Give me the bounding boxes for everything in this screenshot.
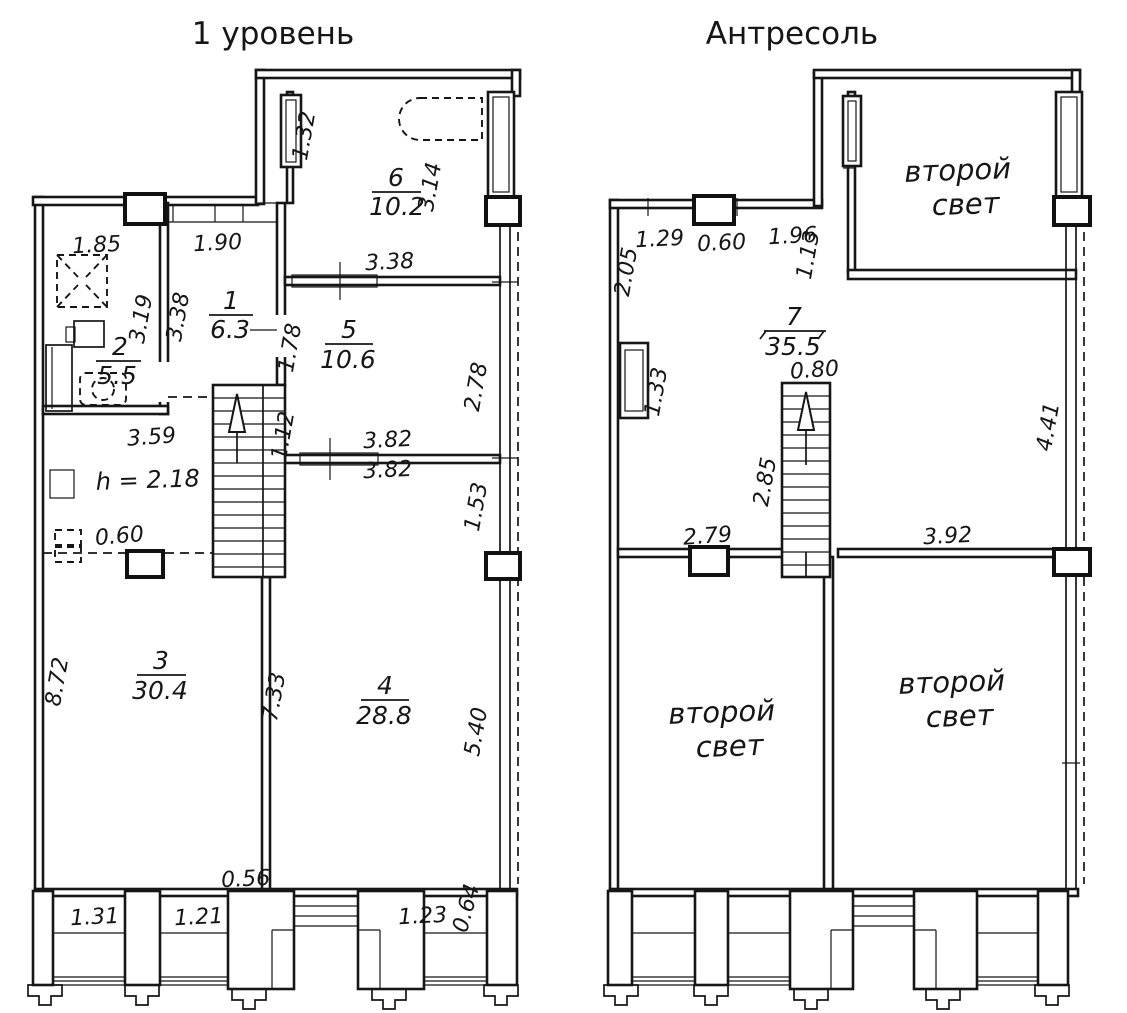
- window-void-right: [1054, 90, 1084, 199]
- mezzanine-walls: [608, 68, 1085, 897]
- dim-room3-side: 8.72: [41, 656, 74, 709]
- void-labels: второй свет второй свет второй свет: [668, 151, 1012, 764]
- void-left-line1: второй: [668, 693, 776, 731]
- dim-room4-side-right: 5.40: [460, 706, 493, 759]
- level1-title: 1 уровень: [192, 16, 354, 52]
- dim-entry-width: 1.90: [193, 230, 243, 258]
- ceiling-height-note: h = 2.18: [95, 464, 200, 496]
- void-top-line1: второй: [904, 151, 1012, 189]
- level1-plan: 1 уровень: [27, 16, 522, 1010]
- dim-room3-top: 3.59: [126, 423, 177, 451]
- window-void-left: [841, 94, 863, 168]
- level1-dashed-lines: [43, 396, 213, 554]
- shower-tray: [56, 254, 108, 308]
- room2-area: 5.5: [97, 361, 137, 390]
- dim-fac3: 1.23: [398, 903, 448, 931]
- dim-cross-right: 3.92: [923, 523, 973, 551]
- dim-top2: 1.96: [768, 223, 818, 251]
- room5-number: 5: [341, 315, 357, 344]
- room5-area: 10.6: [320, 345, 376, 374]
- room4-number: 4: [377, 671, 393, 700]
- mezzanine-room-labels: 7 35.5: [759, 302, 826, 361]
- dim-top-door: 0.60: [697, 230, 747, 258]
- mezzanine-title: Антресоль: [706, 16, 878, 52]
- room2-number: 2: [112, 332, 128, 361]
- toilet: [79, 372, 127, 406]
- dim-top1: 1.29: [635, 226, 685, 254]
- dim-fac1: 1.31: [70, 904, 120, 932]
- inner-door-marker: [125, 549, 165, 579]
- sink: [73, 320, 105, 348]
- dim-stair-width: 0.80: [789, 356, 840, 384]
- room1-area: 6.3: [210, 315, 250, 344]
- level1-facade: [27, 887, 519, 1010]
- panel-box: [54, 529, 82, 546]
- mezzanine-plan: Антресоль: [603, 16, 1092, 1010]
- level1-windows: [45, 90, 516, 412]
- level1-fixtures: [49, 97, 483, 563]
- shaft-niche: [45, 344, 73, 412]
- level1-stairs: [211, 383, 287, 579]
- column-right-mid: [484, 551, 522, 581]
- void-right-line2: свет: [925, 698, 995, 734]
- top-door-marker: [692, 194, 736, 226]
- mezzanine-facade: [603, 887, 1080, 1010]
- dim-stair-len: 2.85: [749, 456, 782, 509]
- mezzanine-stairs: [780, 381, 832, 579]
- mezzanine-doors-columns: [688, 194, 1092, 577]
- dim-facade-gap: 0.56: [221, 866, 271, 894]
- cross-door-marker: [688, 545, 730, 577]
- room1-number: 1: [223, 286, 239, 315]
- level1-ticks: [250, 262, 341, 480]
- dim-niche: 0.60: [94, 522, 145, 551]
- dim-room5-top: 3.38: [365, 249, 415, 277]
- wall-fixture: [49, 469, 75, 499]
- void-right-line1: второй: [898, 663, 1006, 701]
- void-top-line2: свет: [931, 186, 1001, 222]
- room7-area: 35.5: [765, 332, 821, 361]
- room3-number: 3: [153, 646, 169, 675]
- column-right-top: [484, 195, 522, 227]
- room4-area: 28.8: [356, 701, 412, 730]
- dim-room4-top: 3.82: [363, 457, 413, 485]
- level1-room-labels: 6 10.2 1 6.3 2 5.5 5 10.6 3 30.4 4 28.8 …: [95, 163, 425, 730]
- dim-fac2: 1.21: [174, 904, 224, 932]
- room6-area: 10.2: [369, 192, 425, 221]
- dim-room5-bottom: 3.82: [363, 427, 413, 455]
- column-right-top: [1052, 195, 1092, 227]
- entry-door-marker: [123, 192, 167, 226]
- column-right-mid: [1052, 547, 1092, 577]
- mezzanine-windows: [618, 90, 1084, 420]
- room6-number: 6: [388, 163, 404, 192]
- dim-shower-width: 1.85: [72, 232, 122, 260]
- dim-room6-depth: 3.14: [414, 161, 447, 214]
- dim-bath-len: 3.19: [125, 293, 158, 346]
- window-room6-right: [486, 90, 516, 199]
- room7-number: 7: [786, 302, 802, 331]
- dim-cross-left: 2.79: [682, 522, 733, 550]
- dim-room5-side: 2.78: [460, 361, 493, 414]
- bathtub: [398, 97, 483, 141]
- room3-area: 30.4: [132, 676, 188, 705]
- dim-right-side: 4.41: [1032, 401, 1065, 454]
- dim-wall-seg: 1.53: [460, 481, 493, 534]
- level1-doors-columns: [123, 192, 522, 581]
- void-left-line2: свет: [695, 728, 765, 764]
